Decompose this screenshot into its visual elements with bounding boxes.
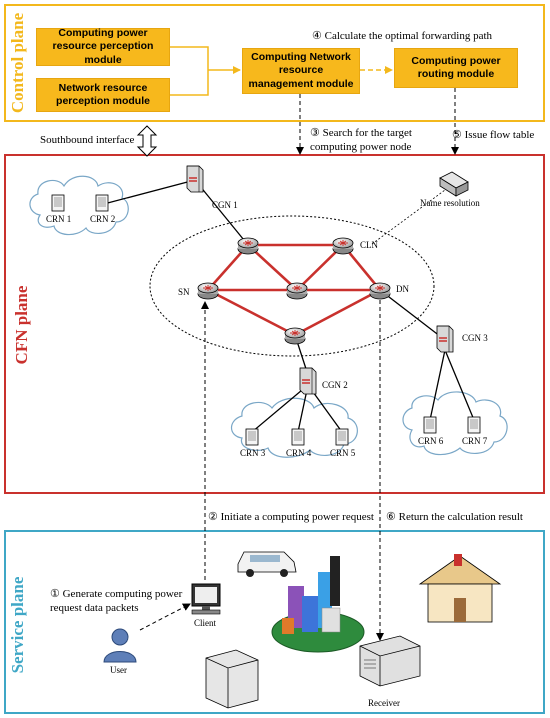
crn6-server	[423, 416, 437, 434]
resource-management-module: Computing Network resource management mo…	[242, 48, 360, 94]
house-icon	[418, 554, 502, 623]
routing-module: Computing power routing module	[394, 48, 518, 88]
crn5-label: CRN 5	[330, 448, 356, 458]
router-cln	[332, 237, 354, 255]
crn7-server	[467, 416, 481, 434]
crn1-label: CRN 1	[46, 214, 72, 224]
crn2-label: CRN 2	[90, 214, 116, 224]
crn3-label: CRN 3	[240, 448, 266, 458]
receiver-server-icon	[359, 635, 421, 687]
crn3-server	[245, 428, 259, 446]
service-plane	[4, 530, 545, 714]
router-bottom	[284, 327, 306, 345]
control-plane	[4, 4, 545, 122]
crn4-label: CRN 4	[286, 448, 312, 458]
client-computer-icon	[191, 583, 221, 615]
crn2-server	[95, 194, 109, 212]
crn7-label: CRN 7	[462, 436, 488, 446]
name-resolution-label: Name resolution	[420, 198, 480, 208]
router-sn	[197, 282, 219, 300]
van-icon	[237, 551, 297, 577]
network-perception-module: Network resource perception module	[36, 78, 170, 112]
gateway-cgn2	[299, 367, 317, 395]
crn4-server	[291, 428, 305, 446]
cgn1-label: CGN 1	[212, 200, 238, 210]
crn6-label: CRN 6	[418, 436, 444, 446]
cgn3-label: CGN 3	[462, 333, 488, 343]
user-icon	[103, 628, 137, 663]
step3-label: ③ Search for the target computing power …	[310, 127, 412, 153]
user-label: User	[110, 665, 127, 675]
receiver-label: Receiver	[368, 698, 400, 708]
crn5-server	[335, 428, 349, 446]
client-label: Client	[194, 618, 216, 628]
step4-label: ④ Calculate the optimal forwarding path	[312, 30, 493, 42]
step5-label: ⑤ Issue flow table	[452, 129, 535, 141]
southbound-interface-label: Southbound interface	[40, 134, 135, 146]
cfn-plane	[4, 154, 545, 494]
cloud-bottom-middle	[230, 397, 358, 458]
datacenter-building-icon	[205, 649, 259, 709]
crn1-server	[51, 194, 65, 212]
gateway-cgn3	[436, 325, 454, 353]
cln-label: CLN	[360, 240, 378, 250]
gateway-cgn1	[186, 165, 204, 193]
dn-label: DN	[396, 284, 409, 294]
router-center	[286, 282, 308, 300]
router-dn	[369, 282, 391, 300]
computing-power-perception-module: Computing power resource perception modu…	[36, 27, 170, 66]
city-buildings-icon	[271, 556, 365, 653]
cloud-bottom-right	[402, 391, 508, 456]
step6-label: ⑥ Return the calculation result	[386, 511, 523, 523]
step1-label: ① Generate computing power request data …	[50, 588, 183, 614]
cloud-top-left	[29, 175, 129, 236]
sn-label: SN	[178, 287, 190, 297]
name-resolution-server	[439, 171, 469, 197]
step2-label: ② Initiate a computing power request	[208, 511, 374, 523]
router-cfn-top-left	[237, 237, 259, 255]
cgn2-label: CGN 2	[322, 380, 348, 390]
